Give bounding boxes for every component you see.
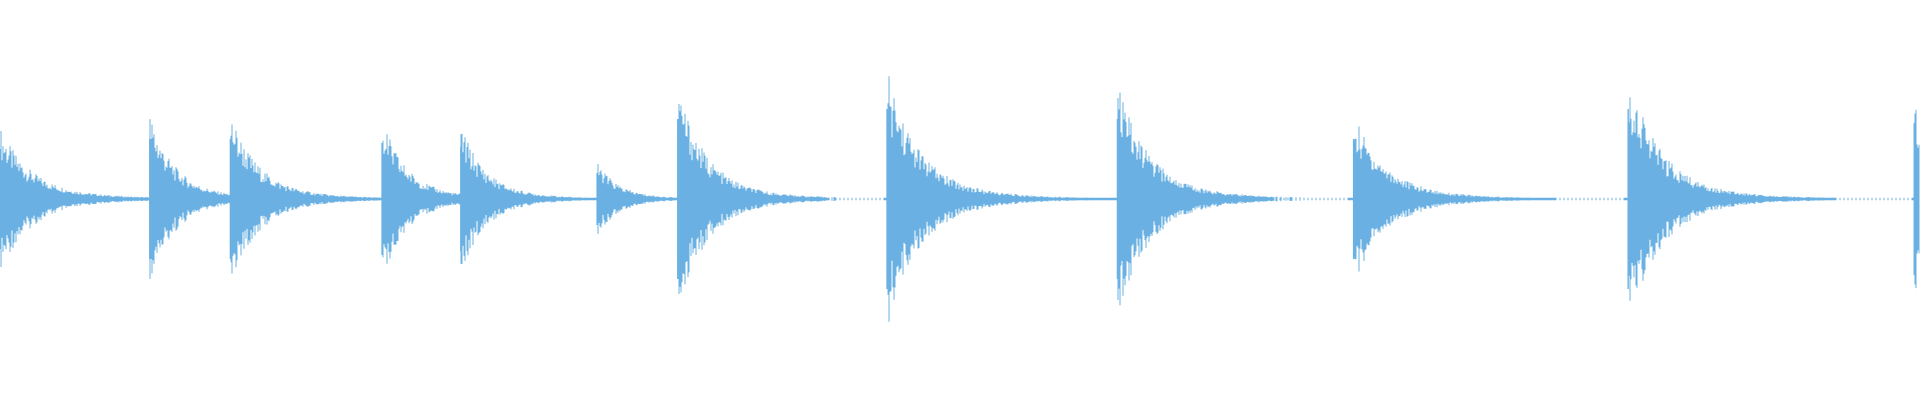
waveform-bars: [0, 76, 1920, 322]
waveform-path: [0, 76, 1920, 322]
